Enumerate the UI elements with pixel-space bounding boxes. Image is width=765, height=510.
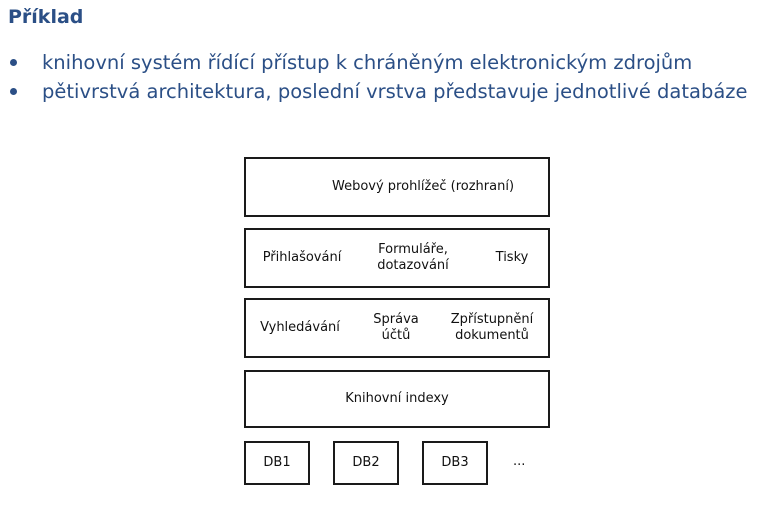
bullet-dot-icon [10, 88, 17, 95]
database-box: DB3 [422, 441, 488, 485]
forms-label: Formuláře, dotazování [377, 242, 449, 273]
slide-title: Příklad [8, 6, 84, 28]
database-box: DB1 [244, 441, 310, 485]
database-box: DB2 [333, 441, 399, 485]
database-label: DB2 [352, 455, 380, 470]
layer-indexes-label: Knihovní indexy [345, 391, 449, 406]
bullet-item: knihovní systém řídící přístup k chráněn… [8, 50, 748, 79]
more-databases-ellipsis: ... [513, 454, 526, 469]
layer-indexes: Knihovní indexy [244, 370, 550, 428]
bullet-item: pětivrstvá architektura, poslední vrstva… [8, 79, 748, 108]
print-label: Tisky [495, 250, 529, 265]
login-label: Přihlašování [262, 250, 342, 265]
layer-services: Vyhledávání Správa účtů Zpřístupnění dok… [244, 298, 550, 358]
bullet-text: knihovní systém řídící přístup k chráněn… [42, 51, 693, 74]
database-label: DB1 [263, 455, 291, 470]
layer-browser-label: Webový prohlížeč (rozhraní) [331, 179, 515, 194]
bullet-dot-icon [10, 59, 17, 66]
bullet-list: knihovní systém řídící přístup k chráněn… [8, 50, 748, 108]
search-label: Vyhledávání [260, 320, 340, 335]
database-label: DB3 [441, 455, 469, 470]
layer-browser: Webový prohlížeč (rozhraní) [244, 157, 550, 217]
access-label: Zpřístupnění dokumentů [450, 312, 534, 343]
accounts-label: Správa účtů [373, 312, 419, 343]
layer-ui: Přihlašování Formuláře, dotazování Tisky [244, 228, 550, 288]
bullet-text: pětivrstvá architektura, poslední vrstva… [42, 80, 748, 103]
